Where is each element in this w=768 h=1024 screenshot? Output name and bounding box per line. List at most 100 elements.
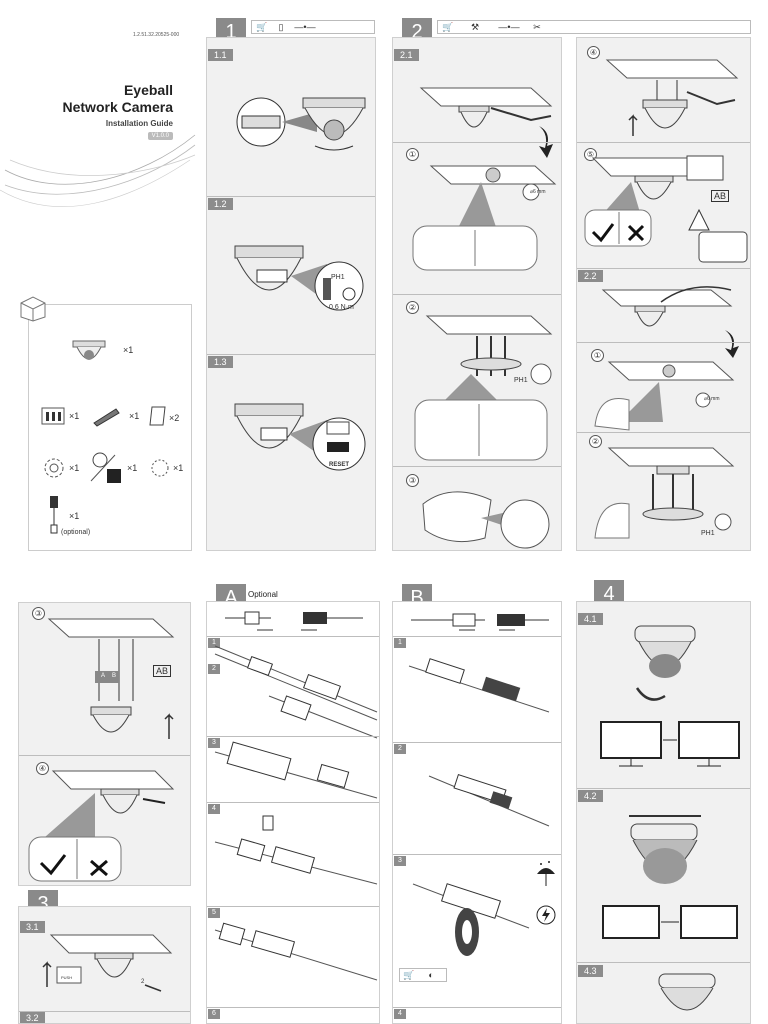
step-a-1-divider (207, 636, 379, 637)
junction-plate-qty: ×1 (127, 463, 138, 473)
doc-code: 1.2.51.32.20525-000 (133, 32, 180, 38)
camera-final-lock-illustration (28, 770, 175, 882)
cart-icon: 🛒 (403, 970, 415, 980)
junction-plate-icon (90, 452, 121, 483)
step-4-2-divider (577, 788, 750, 789)
cover-subtitle: Installation Guide (105, 119, 173, 128)
step-2-2-2-divider (577, 432, 750, 433)
step-a-5-divider (207, 906, 379, 907)
waterproof-cap-step3-illustration (214, 741, 378, 799)
drill-side-illustration (594, 361, 735, 431)
power-cap-step3-illustration (412, 883, 530, 956)
step-1-3-label: 1.3 (208, 356, 233, 368)
step-3-2-label: 3.2 (20, 1012, 45, 1023)
section-b-panel: 1 2 3 🛒 ◐ 4 (392, 601, 562, 1024)
waterproof-cap-step5-illustration (214, 922, 378, 981)
step-2-1-1-divider (393, 142, 561, 143)
screw-ph1-label-2: PH1 (514, 377, 528, 384)
screw-kit-qty: ×1 (69, 411, 80, 421)
manual-icon (149, 406, 166, 426)
ab-label-2: AB (153, 665, 172, 677)
screwdriver-icon: —•— (294, 22, 316, 32)
cover-title-line2: Network Camera (62, 99, 174, 115)
step-b-3-label: 3 (394, 856, 406, 866)
screw-ph1-label: PH1 (331, 274, 345, 281)
section-3-panel: 3.1 PUSH 2 3.2 (18, 906, 191, 1024)
step-circle-2: ② (406, 301, 419, 314)
section-b-tool-bar: 🛒 ◐ (399, 968, 447, 982)
step-2-1-2-divider (393, 294, 561, 295)
step-2-2-divider (577, 268, 750, 269)
pan-adjust-illustration (600, 625, 740, 767)
step-a-4-divider (207, 802, 379, 803)
step-b-2-divider (393, 742, 561, 743)
step-3-2-divider (19, 1011, 190, 1012)
camera-icon (72, 340, 106, 360)
step-1-1-label: 1.1 (208, 49, 233, 61)
step-a-4-label: 4 (208, 804, 220, 814)
camera-remove-illustration (42, 934, 173, 992)
step-a-6-divider (207, 1007, 379, 1008)
step-3-1-label: 3.1 (20, 921, 45, 933)
section-2-continued-panel: ③ A B AB ④ (18, 602, 191, 886)
tilt-adjust-illustration (602, 815, 738, 939)
section-2-header-bar: 🛒 ⚒ —•— ✂ (437, 20, 751, 34)
step-4-1-label: 4.1 (578, 613, 603, 625)
step-a-3-divider (207, 736, 379, 737)
power-cap-step1-illustration (408, 658, 550, 713)
anchor-screw-side-illustration (594, 447, 735, 539)
version-badge: V1.0.0 (147, 132, 173, 140)
adapter-qty: ×1 (69, 511, 80, 521)
step-1-3-divider (207, 354, 375, 355)
box-icon (20, 296, 46, 322)
step-a-1-label: 1 (208, 638, 220, 648)
screw-ph1-label-3: PH1 (701, 530, 715, 537)
sd-card-insert-illustration (234, 245, 364, 311)
cover-title-line1: Eyeball (123, 82, 173, 98)
step-2-4-divider (19, 755, 190, 756)
torque-label: 0.6 N·m (329, 304, 354, 311)
reset-label: RESET (329, 462, 350, 468)
step-b-3-divider (393, 854, 561, 855)
camera-open-cover-illustration (236, 97, 366, 151)
adapter-optional-note: (optional) (61, 529, 91, 536)
cart-icon: 🛒 (442, 22, 454, 32)
push-label: PUSH (61, 975, 73, 980)
power-cap-step2-illustration (428, 773, 550, 827)
step-circle-1b: ① (591, 349, 604, 362)
cover-swoosh-graphic (0, 134, 196, 207)
drill-template-illustration (412, 165, 557, 271)
down-arrow-icon (539, 126, 553, 158)
sd-card-icon: ▯ (278, 22, 284, 32)
step-two-label: 2 (141, 979, 145, 985)
step-4-2-label: 4.2 (578, 790, 603, 802)
section-2-left-panel: 2.1 ① ⌀6 mm ② PH1 ③ (392, 37, 562, 551)
step-b-4-label: 4 (394, 1009, 406, 1019)
manual-qty: ×2 (169, 413, 180, 423)
down-arrow-icon (725, 330, 739, 358)
tape-icon: ◐ (428, 970, 434, 980)
screwdriver-icon: —•— (498, 22, 520, 32)
camera-qty: ×1 (123, 345, 134, 355)
lightning-icon (536, 905, 556, 925)
cable-ring-attach-illustration (422, 491, 550, 549)
drill-size-label-2: ⌀6 mm (704, 396, 720, 402)
cable-ring-qty: ×1 (173, 463, 184, 473)
section-a-title: Optional (248, 590, 278, 599)
step-b-2-label: 2 (394, 744, 406, 754)
step-4-3-label: 4.3 (578, 965, 603, 977)
step-2-1-label: 2.1 (394, 49, 419, 61)
camera-mount-ceiling-illustration (605, 59, 739, 136)
cable-ring-icon (151, 459, 169, 477)
step-a-5-label: 5 (208, 908, 220, 918)
step-b-1-divider (393, 636, 561, 637)
step-b-1-label: 1 (394, 638, 406, 648)
camera-ceiling-side-illustration (601, 286, 733, 327)
cable-a-label: A (101, 673, 106, 679)
section-4-panel: 4.1 4.2 4.3 (576, 601, 751, 1024)
drill-icon: ⚒ (470, 22, 480, 32)
step-4-3-divider (577, 962, 750, 963)
waterproof-cap-step1-illustration (214, 645, 378, 721)
step-circle-1: ① (406, 148, 419, 161)
step-1-2-label: 1.2 (208, 198, 233, 210)
